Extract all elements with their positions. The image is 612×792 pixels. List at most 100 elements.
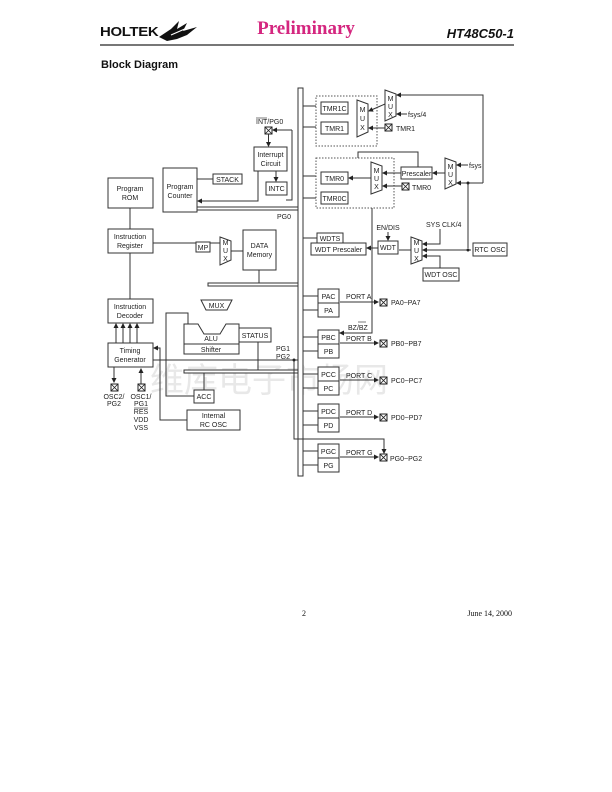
svg-text:M: M <box>448 164 454 171</box>
svg-text:TMR0: TMR0 <box>325 176 344 183</box>
port-d-group: PDC PD PORT D PD0~PD7 <box>317 403 422 433</box>
svg-text:PD: PD <box>324 423 334 430</box>
tmr0-block: TMR0 <box>320 171 349 185</box>
svg-text:PG: PG <box>323 463 333 470</box>
prescaler-block: Prescaler <box>357 151 433 180</box>
intc-block: INTC <box>265 181 288 196</box>
svg-text:RC OSC: RC OSC <box>200 422 227 429</box>
tmr1-pin: TMR1 <box>368 123 415 133</box>
part-number: HT48C50-1 <box>446 26 514 41</box>
svg-text:X: X <box>388 112 393 119</box>
wdt-block: WDT EN/DIS <box>366 208 400 290</box>
wdt-mux: M U X SYS CLK/4 <box>399 222 471 268</box>
svg-text:Interrupt: Interrupt <box>257 152 283 159</box>
svg-text:Generator: Generator <box>114 357 146 364</box>
timer1-src-mux: M U X fsys/4 <box>368 89 426 122</box>
svg-text:PORT A: PORT A <box>346 294 372 301</box>
svg-text:X: X <box>448 180 453 187</box>
svg-text:PB0~PB7: PB0~PB7 <box>391 341 422 348</box>
pg2-label: PG2 <box>276 354 290 361</box>
svg-text:PC0~PC7: PC0~PC7 <box>391 378 422 385</box>
port-c-group: PCC PC PORT C PC0~PC7 <box>317 366 422 396</box>
svg-text:U: U <box>414 248 419 255</box>
svg-text:MP: MP <box>198 245 209 252</box>
preliminary-title: Preliminary <box>257 18 355 39</box>
svg-text:X: X <box>374 184 379 191</box>
wdt-osc-block: WDT OSC <box>422 267 460 282</box>
svg-text:X: X <box>360 125 365 132</box>
svg-text:Prescaler: Prescaler <box>402 171 432 178</box>
svg-text:BZ/BZ: BZ/BZ <box>348 325 369 332</box>
svg-text:Program: Program <box>117 186 144 193</box>
svg-text:PORT G: PORT G <box>346 450 373 457</box>
stack-block: STACK <box>197 173 243 185</box>
en-dis-label: EN/DIS <box>376 225 400 232</box>
fsys-4-label: fsys/4 <box>408 112 426 119</box>
svg-text:PD0~PD7: PD0~PD7 <box>391 415 422 422</box>
svg-text:PG0: PG0 <box>277 214 291 221</box>
mp-block: MP <box>195 241 211 253</box>
instruction-decoder-block: Instruction Decoder <box>107 253 154 324</box>
svg-text:ALU: ALU <box>204 336 218 343</box>
int-pg0-pin: INT/PG0 PG0 <box>197 117 293 221</box>
data-mux: M U X <box>219 236 232 266</box>
vdd-label: VDD <box>134 417 149 424</box>
tmr0-pin: TMR0 <box>382 182 431 192</box>
svg-text:Register: Register <box>117 243 144 250</box>
svg-text:Circuit: Circuit <box>261 161 281 168</box>
svg-text:PG1: PG1 <box>134 401 148 408</box>
svg-text:U: U <box>223 248 228 255</box>
program-counter-block: Program Counter <box>162 167 198 213</box>
wdts-block: WDTS <box>316 232 344 244</box>
svg-text:PGC: PGC <box>321 449 336 456</box>
tmr0c-block: TMR0C <box>320 191 349 205</box>
svg-text:U: U <box>374 176 379 183</box>
svg-text:OSC2/: OSC2/ <box>103 394 124 401</box>
program-rom-block: Program ROM <box>107 177 154 209</box>
svg-text:M: M <box>374 168 380 175</box>
svg-text:WDT OSC: WDT OSC <box>425 272 458 279</box>
svg-text:WDT Prescaler: WDT Prescaler <box>315 247 363 254</box>
svg-text:INT/PG0: INT/PG0 <box>256 119 283 126</box>
svg-text:TMR0: TMR0 <box>412 185 431 192</box>
page-number: 2 <box>302 609 306 618</box>
svg-text:PA0~PA7: PA0~PA7 <box>391 300 421 307</box>
timer0-group <box>315 157 395 209</box>
svg-text:U: U <box>448 172 453 179</box>
svg-text:TMR1: TMR1 <box>325 126 344 133</box>
svg-text:Timing: Timing <box>120 348 141 355</box>
footer-date: June 14, 2000 <box>467 609 512 618</box>
port-g-group: PGC PG PORT G PG0~PG2 <box>292 358 422 473</box>
svg-text:ROM: ROM <box>122 195 139 202</box>
svg-text:PORT B: PORT B <box>346 336 372 343</box>
svg-text:STACK: STACK <box>216 177 239 184</box>
svg-text:PB: PB <box>324 349 334 356</box>
instruction-register-block: Instruction Register <box>107 208 220 254</box>
svg-text:PG0~PG2: PG0~PG2 <box>390 456 422 463</box>
svg-text:Instruction: Instruction <box>114 304 146 311</box>
svg-text:ACC: ACC <box>197 394 212 401</box>
svg-text:X: X <box>414 256 419 263</box>
svg-text:M: M <box>360 107 366 114</box>
sys-clk-4-label: SYS CLK/4 <box>426 222 462 229</box>
header-divider <box>100 44 514 46</box>
osc2-pg2-pin: OSC2/ PG2 <box>103 367 125 408</box>
svg-text:OSC1/: OSC1/ <box>130 394 151 401</box>
fsys-feedback-line <box>396 92 484 183</box>
interrupt-circuit-block: Interrupt Circuit <box>253 146 288 172</box>
osc1-pg1-pin: OSC1/ PG1 RES VDD VSS <box>130 368 152 432</box>
svg-text:PCC: PCC <box>321 372 336 379</box>
fsys-label: fsys <box>469 163 482 170</box>
svg-text:WDTS: WDTS <box>320 236 341 243</box>
timer0-mux: M U X <box>348 161 383 195</box>
svg-text:PC: PC <box>324 386 334 393</box>
svg-text:DATA: DATA <box>251 243 269 250</box>
svg-text:WDT: WDT <box>380 245 397 252</box>
timing-generator-block: Timing Generator <box>107 323 154 368</box>
prescaler-src-mux: M U X fsys <box>432 157 483 248</box>
svg-text:PDC: PDC <box>321 409 336 416</box>
svg-text:TMR1: TMR1 <box>396 126 415 133</box>
svg-text:U: U <box>388 104 393 111</box>
vss-label: VSS <box>134 425 148 432</box>
